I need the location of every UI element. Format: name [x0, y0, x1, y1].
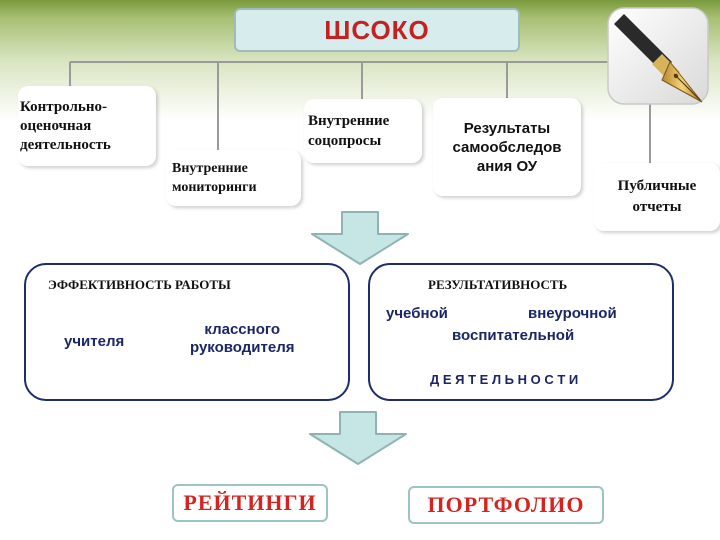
- results-panel: РЕЗУЛЬТАТИВНОСТЬ учебной внеурочной восп…: [368, 263, 674, 401]
- source-line: оценочная: [20, 117, 92, 134]
- educational-label: воспитательной: [452, 327, 575, 344]
- source-line: Внутренние: [308, 113, 390, 129]
- source-line: мониторинги: [172, 180, 257, 195]
- title-box: ШСОКО: [234, 8, 520, 52]
- extracurricular-label: внеурочной: [528, 305, 617, 322]
- source-line: отчеты: [632, 199, 682, 215]
- portfolio-box: ПОРТФОЛИО: [408, 486, 604, 524]
- effectiveness-title: ЭФФЕКТИВНОСТЬ РАБОТЫ: [48, 277, 231, 292]
- source-internal-surveys: Внутренние соцопросы: [304, 99, 422, 163]
- source-line: ания ОУ: [476, 157, 538, 175]
- fountain-pen-icon: [607, 7, 709, 105]
- academic-label: учебной: [386, 305, 448, 322]
- teacher-label: учителя: [64, 333, 125, 350]
- source-line: Результаты: [463, 119, 551, 137]
- class-teacher-label: классного руководителя: [190, 321, 294, 357]
- source-control-evaluation: Контрольно- оценочная деятельность: [18, 86, 156, 166]
- source-self-evaluation-results: Результаты самообследов ания ОУ: [433, 98, 581, 196]
- class-teacher-line: руководителя: [190, 339, 295, 356]
- portfolio-label: ПОРТФОЛИО: [427, 492, 585, 517]
- results-title: РЕЗУЛЬТАТИВНОСТЬ: [428, 277, 568, 292]
- source-internal-monitoring: Внутренние мониторинги: [166, 150, 301, 206]
- ratings-box: РЕЙТИНГИ: [172, 484, 328, 522]
- source-line: соцопросы: [308, 133, 382, 149]
- source-public-reports: Публичные отчеты: [594, 163, 720, 231]
- ratings-label: РЕЙТИНГИ: [183, 490, 317, 515]
- title-text: ШСОКО: [324, 14, 430, 45]
- down-arrow-bottom: [309, 411, 407, 465]
- class-teacher-line: классного: [204, 321, 281, 338]
- source-line: Контрольно-: [20, 98, 107, 115]
- source-line: Внутренние: [172, 161, 248, 176]
- source-line: деятельность: [20, 136, 111, 153]
- down-arrow-top: [311, 211, 409, 265]
- effectiveness-panel: ЭФФЕКТИВНОСТЬ РАБОТЫ учителя классного р…: [24, 263, 350, 401]
- source-line: самообследов: [452, 138, 562, 156]
- activity-label: Д Е Я Т Е Л Ь Н О С Т И: [430, 372, 579, 387]
- source-line: Публичные: [617, 178, 697, 194]
